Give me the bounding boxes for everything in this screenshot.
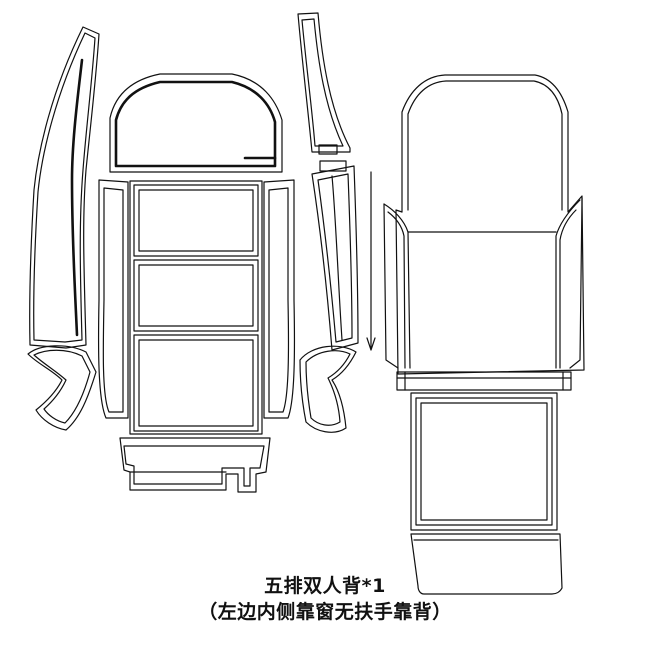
center-right-lower-strip (311, 165, 359, 351)
backrest-bottom-strip (119, 437, 271, 493)
seat-cushion-panel (410, 392, 558, 531)
left-curved-piece (27, 345, 97, 431)
right-seat-assembly (383, 74, 585, 391)
seat-front-skirt (410, 533, 563, 595)
caption-title: 五排双人背*1 (264, 575, 386, 597)
left-middle-strip (97, 179, 129, 419)
center-right-strip (297, 12, 351, 172)
left-side-strip (29, 26, 100, 349)
right-middle-strip (263, 179, 296, 419)
direction-arrow (366, 171, 376, 351)
headrest-panel (109, 73, 283, 173)
caption-subtitle: （左边内侧靠窗无扶手靠背） (198, 601, 452, 623)
right-curved-piece (299, 345, 357, 433)
backrest-center-panel (129, 180, 263, 435)
